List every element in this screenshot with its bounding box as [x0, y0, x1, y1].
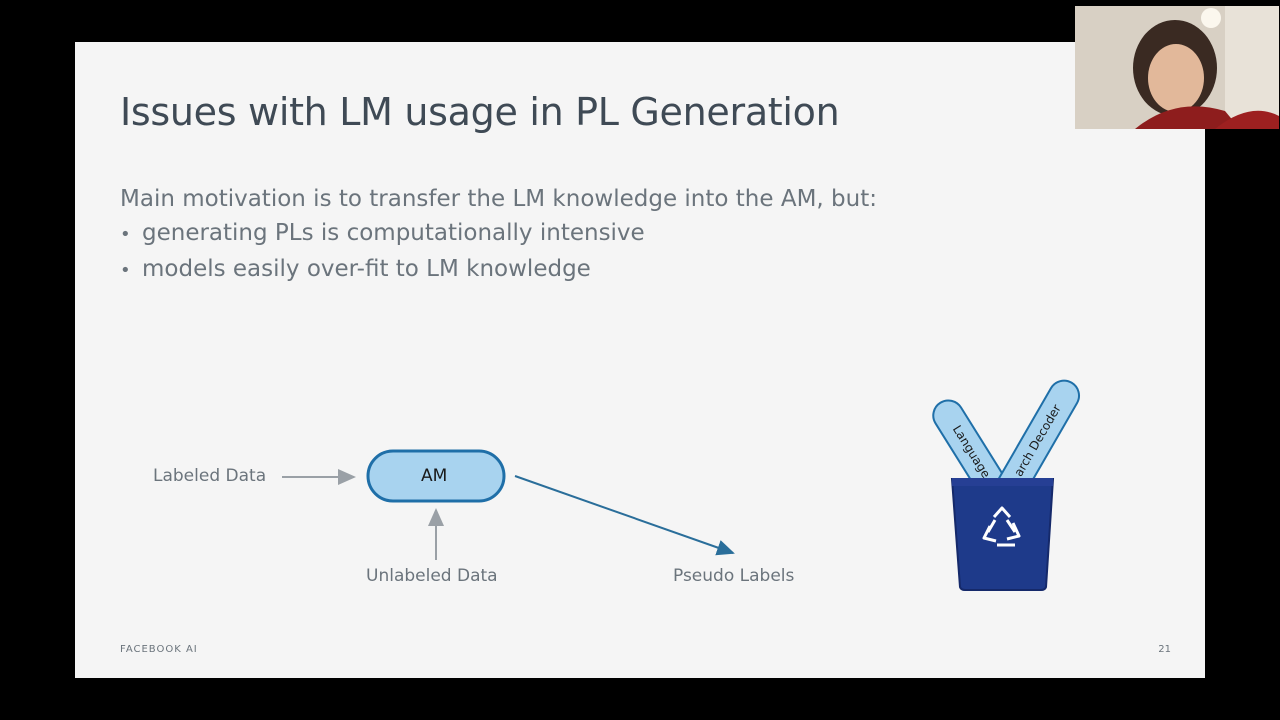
- footer-brand: FACEBOOK AI: [120, 644, 198, 655]
- webcam-overlay: [1075, 6, 1279, 129]
- slide: Issues with LM usage in PL Generation Ma…: [75, 42, 1205, 678]
- recycle-bin-icon: Language M arch Decoder: [932, 379, 1080, 591]
- slide-title: Issues with LM usage in PL Generation: [120, 90, 840, 134]
- pipeline-diagram: Language M arch Decoder: [282, 379, 1080, 591]
- page-number: 21: [1158, 644, 1171, 655]
- bullet-item: • models easily over-fit to LM knowledge: [120, 252, 877, 288]
- pseudo-labels-label: Pseudo Labels: [673, 566, 795, 586]
- webcam-person-image: [1075, 6, 1279, 129]
- bullet-text: generating PLs is computationally intens…: [142, 220, 645, 246]
- labeled-data-label: Labeled Data: [153, 466, 267, 486]
- am-label: AM: [421, 466, 448, 486]
- slide-body: Main motivation is to transfer the LM kn…: [120, 182, 877, 288]
- intro-text: Main motivation is to transfer the LM kn…: [120, 186, 877, 212]
- unlabeled-data-label: Unlabeled Data: [366, 566, 498, 586]
- recycle-symbol-icon: [982, 506, 1021, 547]
- bullet-text: models easily over-fit to LM knowledge: [142, 256, 591, 282]
- pseudo-labels-arrow: [514, 475, 735, 556]
- bullet-item: • generating PLs is computationally inte…: [120, 216, 877, 252]
- am-box: [366, 449, 506, 503]
- bullet-dot: •: [120, 224, 131, 245]
- bullet-dot: •: [120, 260, 131, 281]
